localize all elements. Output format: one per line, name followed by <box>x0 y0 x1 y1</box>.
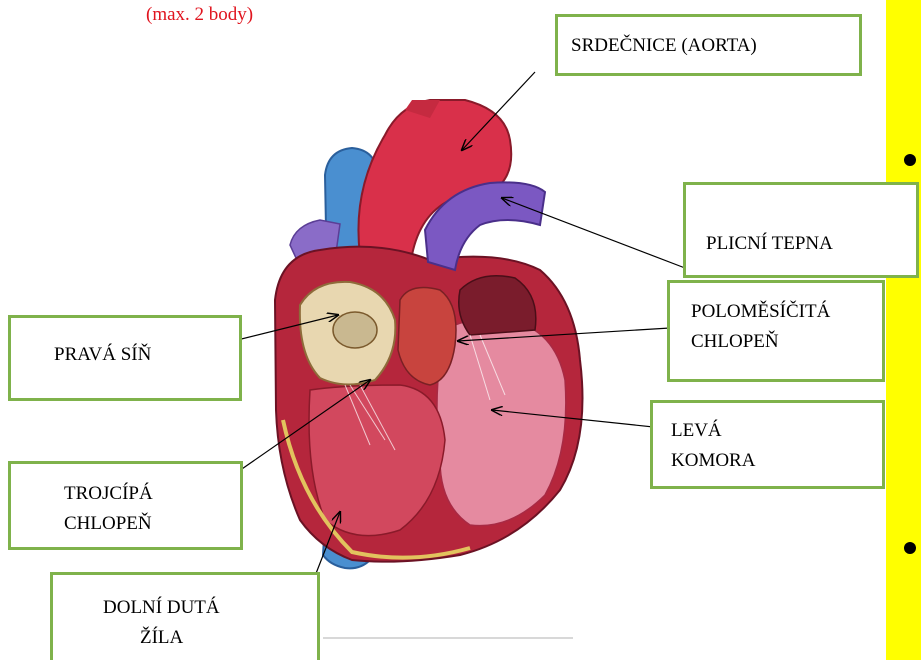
label-trojcipa-chlopen: TROJCÍPÁ CHLOPEŇ <box>8 461 243 550</box>
pointer-plicni-tepna <box>502 198 685 268</box>
atrium-opening <box>333 312 377 348</box>
label-dolni-duta-line2: ŽÍLA <box>140 623 183 653</box>
label-plicni-tepna: PLICNÍ TEPNA <box>683 182 919 278</box>
label-polomesicita-line1: POLOMĚSÍČITÁ <box>691 297 830 327</box>
label-dolni-duta-zila: DOLNÍ DUTÁ ŽÍLA <box>50 572 320 660</box>
label-polomesicita-chlopen: POLOMĚSÍČITÁ CHLOPEŇ <box>667 280 885 382</box>
label-prava-sin: PRAVÁ SÍŇ <box>8 315 242 401</box>
label-aorta: SRDEČNICE (AORTA) <box>555 14 862 76</box>
label-plicni-tepna-text: PLICNÍ TEPNA <box>706 229 833 259</box>
label-trojcipa-line1: TROJCÍPÁ <box>64 479 153 509</box>
aortic-root <box>398 288 456 385</box>
label-leva-komora-line2: KOMORA <box>671 446 755 476</box>
label-polomesicita-line2: CHLOPEŇ <box>691 327 779 357</box>
label-prava-sin-text: PRAVÁ SÍŇ <box>54 340 151 370</box>
label-leva-komora-line1: LEVÁ <box>671 416 722 446</box>
divider-line <box>323 637 573 639</box>
label-leva-komora: LEVÁ KOMORA <box>650 400 885 489</box>
label-dolni-duta-line1: DOLNÍ DUTÁ <box>103 593 220 623</box>
label-aorta-text: SRDEČNICE (AORTA) <box>571 31 757 61</box>
label-trojcipa-line2: CHLOPEŇ <box>64 509 152 539</box>
